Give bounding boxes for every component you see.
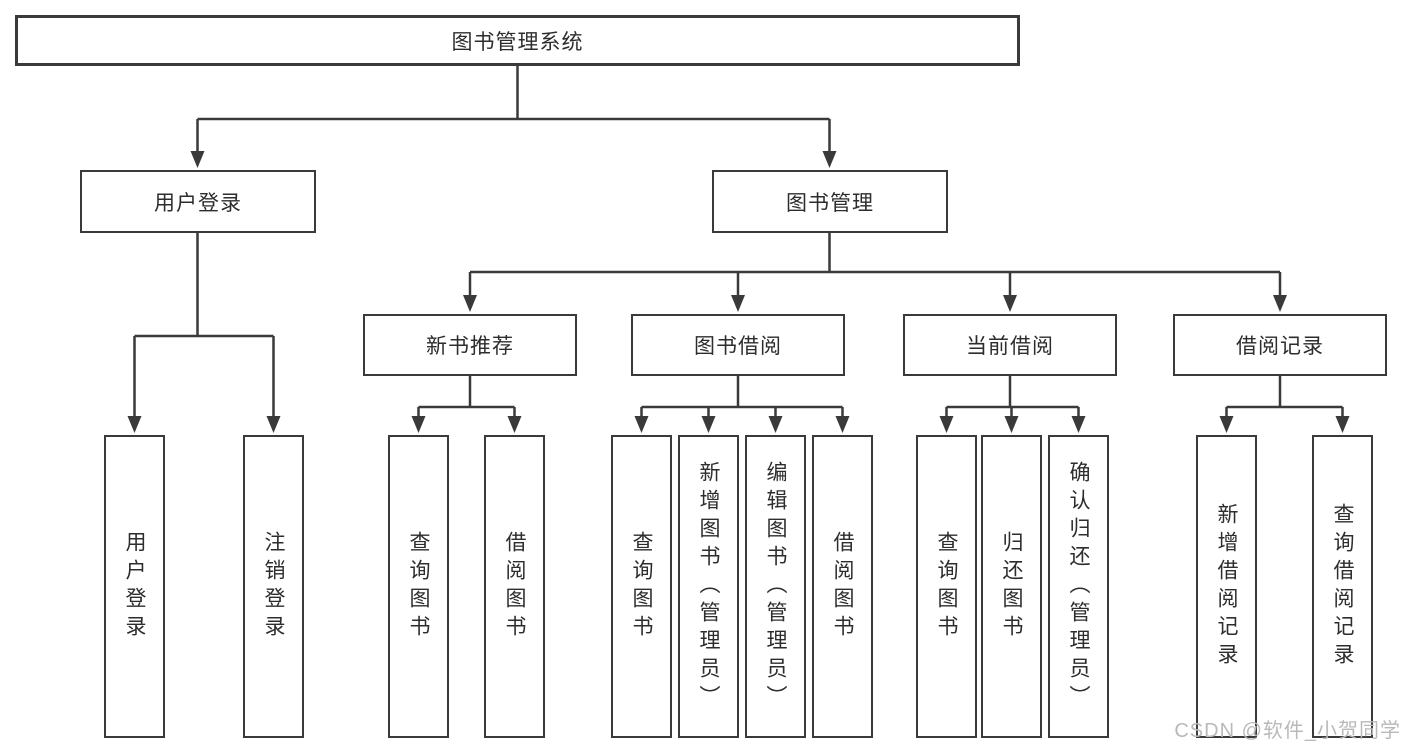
node-root-system: 图书管理系统 — [15, 15, 1020, 66]
leaf-add-book-admin: 新增图书（管理员） — [678, 435, 739, 738]
node-label: 用户登录 — [123, 530, 146, 643]
leaf-query-books-recommend: 查询图书 — [388, 435, 449, 738]
node-label: 查询图书 — [407, 530, 430, 643]
node-label: 查询图书 — [935, 530, 958, 643]
node-label: 确认归还（管理员） — [1067, 460, 1090, 713]
node-label: 编辑图书（管理员） — [764, 460, 787, 713]
node-label: 图书管理 — [786, 191, 874, 215]
leaf-return-books: 归还图书 — [981, 435, 1042, 738]
node-label: 查询借阅记录 — [1331, 502, 1354, 671]
node-label: 借阅图书 — [503, 530, 526, 643]
node-borrowing-records: 借阅记录 — [1173, 314, 1387, 376]
node-label: 当前借阅 — [966, 335, 1054, 358]
node-label: 图书管理系统 — [451, 30, 584, 54]
node-label: 新增图书（管理员） — [697, 460, 720, 713]
node-label: 图书借阅 — [694, 335, 782, 358]
node-label: 新书推荐 — [426, 335, 514, 358]
node-label: 查询图书 — [630, 530, 653, 643]
leaf-logout: 注销登录 — [243, 435, 304, 738]
leaf-query-books-current: 查询图书 — [916, 435, 977, 738]
node-book-management: 图书管理 — [712, 170, 948, 233]
node-label: 归还图书 — [1000, 530, 1023, 643]
leaf-borrow-books: 借阅图书 — [812, 435, 873, 738]
node-current-borrowing: 当前借阅 — [903, 314, 1117, 376]
node-book-borrowing: 图书借阅 — [631, 314, 845, 376]
node-label: 借阅记录 — [1236, 335, 1324, 358]
leaf-query-books-borrowing: 查询图书 — [611, 435, 672, 738]
arrowhead-icons — [127, 151, 1350, 433]
leaf-query-borrow-record: 查询借阅记录 — [1312, 435, 1373, 738]
leaf-user-login: 用户登录 — [104, 435, 165, 738]
node-label: 借阅图书 — [831, 530, 854, 643]
node-user-login: 用户登录 — [80, 170, 316, 233]
leaf-add-borrow-record: 新增借阅记录 — [1196, 435, 1257, 738]
node-new-book-recommendation: 新书推荐 — [363, 314, 577, 376]
leaf-borrow-books-recommend: 借阅图书 — [484, 435, 545, 738]
node-label: 新增借阅记录 — [1215, 502, 1238, 671]
tree-edges — [133, 65, 1344, 416]
node-label: 注销登录 — [262, 530, 285, 643]
node-label: 用户登录 — [154, 191, 242, 215]
leaf-confirm-return-admin: 确认归还（管理员） — [1048, 435, 1109, 738]
leaf-edit-book-admin: 编辑图书（管理员） — [745, 435, 806, 738]
watermark: CSDN @软件_小贺同学 — [1174, 720, 1401, 742]
